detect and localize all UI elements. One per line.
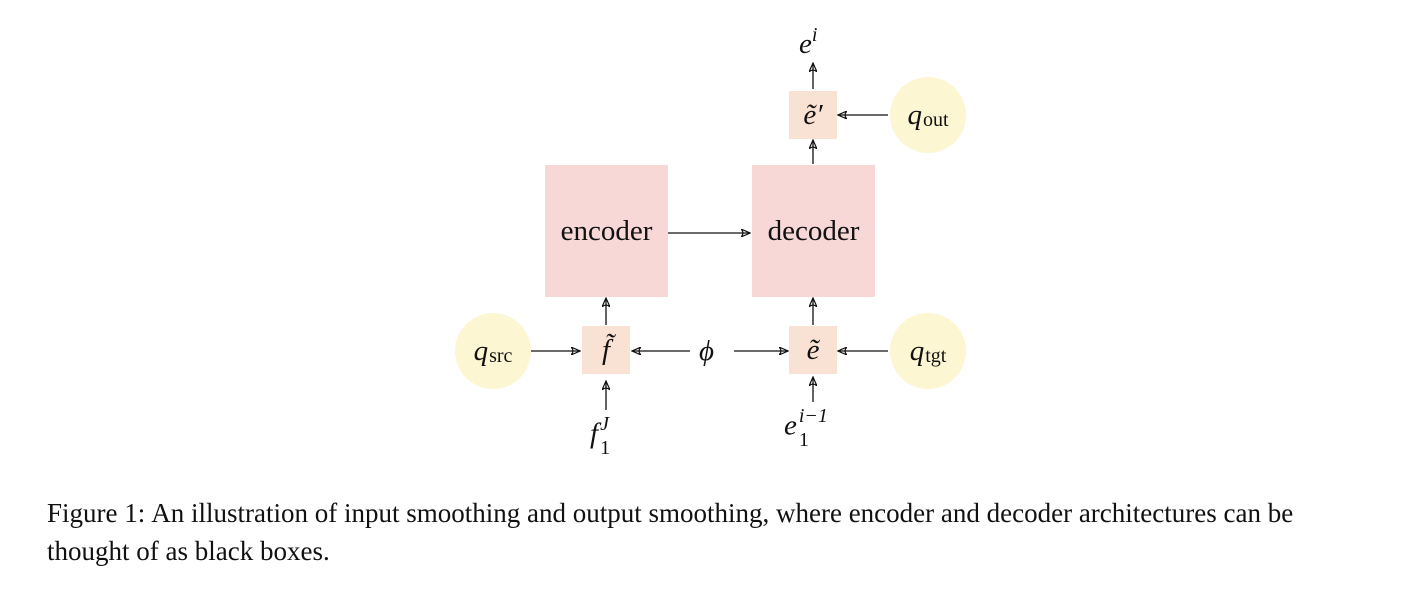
q-tgt-sub: tgt: [925, 344, 947, 367]
decoder-label: decoder: [767, 214, 860, 247]
e1im1-sub: 1: [798, 429, 809, 451]
e-tilde-prime-symbol: ẽ′: [803, 98, 823, 131]
decoder-box: decoder: [752, 165, 875, 297]
caption-text: An illustration of input smoothing and o…: [47, 498, 1294, 566]
f1J-base: f: [590, 417, 599, 450]
diagram-arrows: [531, 0, 888, 410]
q-tgt-base: q: [909, 334, 925, 367]
ei-base: e: [799, 28, 812, 60]
ei-label: ei: [799, 25, 817, 60]
figure-caption: Figure 1:An illustration of input smooth…: [47, 494, 1377, 570]
q-src-sub: src: [489, 344, 513, 367]
q-out-sub: out: [922, 108, 949, 131]
e-tilde-prime-box: ẽ′: [789, 91, 837, 139]
e1im1-sup: i−1: [798, 405, 828, 427]
f-tilde-symbol: f̃: [601, 333, 611, 366]
q-out-base: q: [907, 98, 922, 131]
e-tilde-box: ẽ: [789, 326, 837, 374]
q-src-base: q: [473, 334, 489, 367]
e1im1-base: e: [784, 409, 797, 442]
f1J-sup: J: [600, 413, 609, 435]
f1J-sub: 1: [600, 437, 611, 459]
caption-label: Figure 1:: [47, 498, 146, 528]
encoder-box: encoder: [545, 165, 668, 297]
encoder-label: encoder: [560, 214, 653, 247]
ei-sup: i: [811, 24, 818, 46]
phi-symbol: ϕ: [699, 335, 715, 367]
phi-label: ϕ: [699, 337, 714, 366]
e-tilde-symbol: ẽ: [806, 333, 820, 366]
f-tilde-box: f̃: [582, 326, 630, 374]
